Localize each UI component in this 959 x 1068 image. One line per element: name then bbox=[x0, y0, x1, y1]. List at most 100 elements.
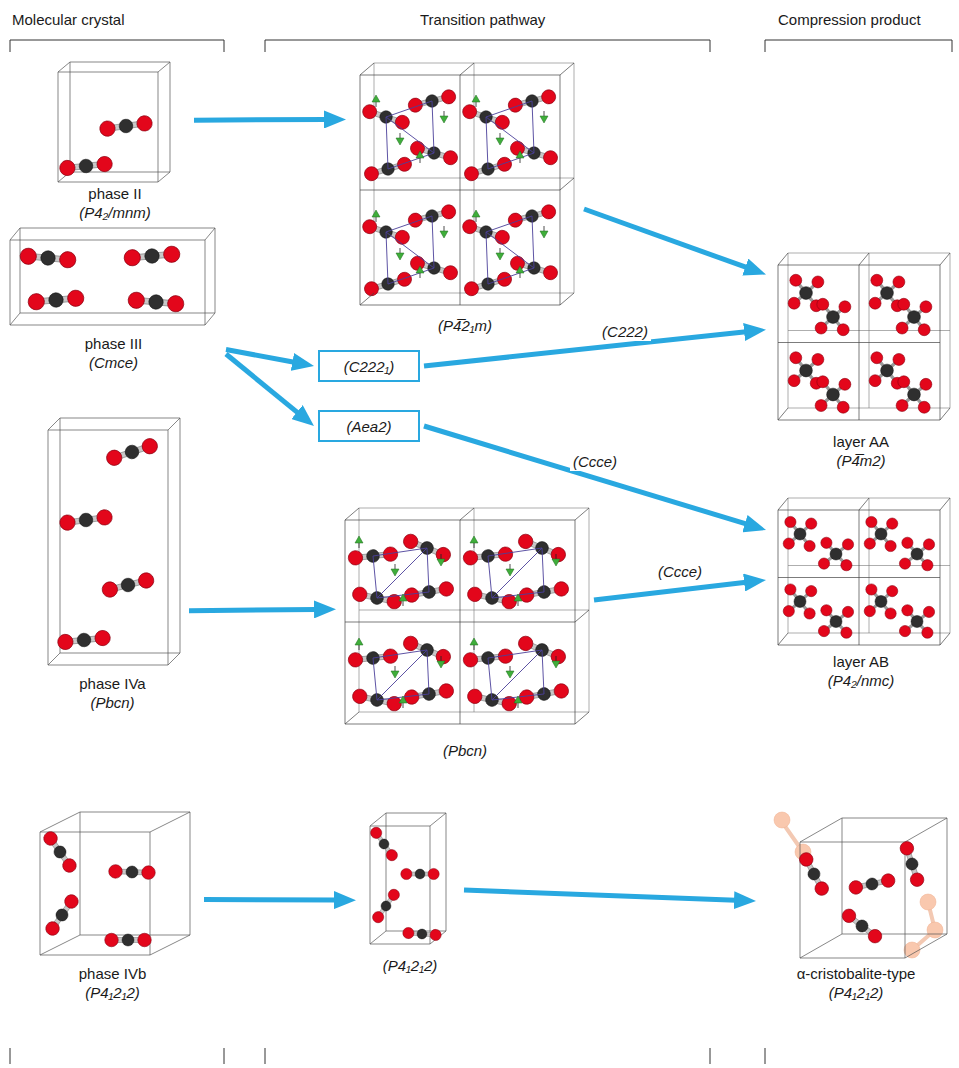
cristobalite-structure-part-part bbox=[920, 894, 936, 910]
transition-structure-part bbox=[463, 532, 570, 610]
transition-structure-part bbox=[374, 63, 574, 293]
transition-structure-part bbox=[359, 508, 589, 712]
structure-node: layer AA(P4̅m2) bbox=[770, 240, 952, 470]
phase-ii-structure bbox=[58, 62, 170, 182]
phase-name: layer AA bbox=[833, 432, 889, 451]
structure-node: (P4₁2₁2) bbox=[360, 805, 460, 975]
phase-iii-structure-part bbox=[10, 228, 215, 325]
transition-structure-part bbox=[368, 825, 399, 863]
column-heading: Compression product bbox=[778, 10, 921, 29]
phase-iva-structure-part bbox=[105, 437, 160, 468]
transition-structure-part bbox=[348, 532, 455, 610]
transition-structure-part bbox=[345, 508, 589, 724]
space-group: (C222₁) bbox=[344, 357, 395, 376]
structure-node: phase IVa(Pbcn) bbox=[40, 405, 185, 712]
phase-iii-structure-part bbox=[124, 245, 181, 266]
structure-node: phase III(Cmce) bbox=[5, 222, 222, 372]
process-box: (C222₁) bbox=[318, 350, 420, 382]
phase-ii-structure-part bbox=[59, 156, 113, 177]
transition-arrow bbox=[204, 897, 336, 903]
structure-node: (Pbcn) bbox=[340, 500, 590, 760]
phase-ivb-structure bbox=[40, 812, 190, 955]
process-box: (Aea2) bbox=[318, 410, 420, 442]
phase-iii-structure-part bbox=[128, 291, 185, 312]
phase-name: phase II bbox=[88, 184, 141, 203]
phase-name: α-cristobalite-type bbox=[797, 964, 916, 983]
phase-iva-structure-part bbox=[101, 571, 156, 599]
structure-node: layer AB(P4₂/nmc) bbox=[770, 490, 952, 690]
layer-aa-structure-part bbox=[788, 352, 851, 413]
phase-name: layer AB bbox=[833, 652, 889, 671]
layer-aa-structure-part bbox=[869, 352, 932, 413]
phase-iva-structure-part bbox=[57, 630, 111, 651]
layer-ab-structure-part bbox=[783, 516, 853, 570]
phase-iii-structure bbox=[10, 228, 215, 325]
transition-structure-part bbox=[402, 927, 441, 941]
layer-ab-structure-part bbox=[778, 498, 950, 645]
transition-structure-part bbox=[463, 634, 570, 712]
transition-arrow bbox=[194, 117, 326, 123]
column-bracket bbox=[10, 40, 952, 1064]
transition-structure bbox=[345, 508, 589, 724]
space-group: (P4₂/nmc) bbox=[828, 671, 895, 690]
cristobalite-structure-part-part bbox=[927, 922, 943, 938]
layer-aa-structure bbox=[778, 253, 950, 420]
phase-iva-structure bbox=[48, 418, 180, 665]
transition-arrow bbox=[594, 582, 746, 600]
phase-ivb-structure-part bbox=[43, 892, 81, 938]
structure-node: (P4̅2₁m) bbox=[350, 55, 580, 335]
space-group: (Pbcn) bbox=[90, 693, 134, 712]
space-group: (P4₂/mnm) bbox=[79, 203, 151, 222]
space-group: (P4₁2₁2) bbox=[829, 983, 884, 1002]
phase-ivb-structure-part bbox=[109, 864, 156, 879]
cristobalite-structure-part-part bbox=[774, 812, 790, 828]
layer-ab-structure-part bbox=[864, 516, 934, 570]
transition-arrow bbox=[584, 209, 747, 268]
cristobalite-structure-part bbox=[774, 812, 943, 958]
space-group: (P4₁2₁2) bbox=[85, 983, 140, 1002]
layer-ab-structure-part bbox=[783, 584, 853, 638]
transition-structure-part bbox=[361, 88, 459, 182]
column-bracket-part bbox=[10, 1048, 765, 1064]
phase-iii-structure-part bbox=[28, 289, 85, 310]
structure-node: phase IVb(P4₁2₁2) bbox=[25, 805, 200, 1002]
transition-arrow bbox=[464, 890, 736, 900]
layer-ab-structure-part bbox=[864, 584, 934, 638]
phase-name: phase IVa bbox=[79, 674, 145, 693]
phase-ii-structure-part bbox=[58, 62, 170, 182]
cristobalite-structure-part bbox=[840, 906, 885, 945]
structure-node: phase II(P4₂/mnm) bbox=[40, 55, 190, 222]
cristobalite-structure bbox=[774, 812, 947, 958]
transition-structure-part bbox=[360, 63, 574, 305]
layer-ab-structure bbox=[778, 498, 950, 645]
space-group: (P4̅m2) bbox=[836, 451, 885, 470]
transition-structure-part bbox=[401, 868, 439, 879]
space-group: (Cmce) bbox=[89, 353, 138, 372]
transition-structure-part bbox=[461, 203, 559, 297]
phase-iva-structure-part bbox=[59, 509, 113, 531]
cristobalite-structure-part bbox=[898, 840, 925, 888]
transition-structure-part bbox=[370, 887, 401, 925]
edge-label: (Ccce) bbox=[655, 563, 705, 581]
transition-structure-part bbox=[461, 88, 559, 182]
space-group: (P4₁2₁2) bbox=[383, 956, 438, 975]
transition-arrow bbox=[424, 332, 746, 366]
cristobalite-structure-part bbox=[848, 873, 896, 896]
transition-arrow bbox=[189, 609, 316, 610]
layer-aa-structure-part bbox=[778, 253, 950, 420]
phase-iii-structure-part bbox=[20, 247, 77, 268]
edge-label: (C222) bbox=[599, 323, 651, 341]
phase-ivb-structure-part bbox=[41, 829, 79, 875]
phase-ivb-structure-part bbox=[40, 812, 190, 955]
phase-ivb-structure-part bbox=[105, 933, 152, 947]
phase-ii-structure-part bbox=[99, 115, 153, 137]
space-group: (Aea2) bbox=[346, 417, 391, 436]
cristobalite-structure-part bbox=[797, 850, 831, 897]
phase-iva-structure-part bbox=[48, 418, 180, 665]
phase-name: phase III bbox=[85, 334, 143, 353]
transition-structure-part bbox=[361, 203, 459, 297]
cristobalite-structure-part-part bbox=[904, 942, 920, 958]
column-bracket-part bbox=[10, 40, 952, 52]
